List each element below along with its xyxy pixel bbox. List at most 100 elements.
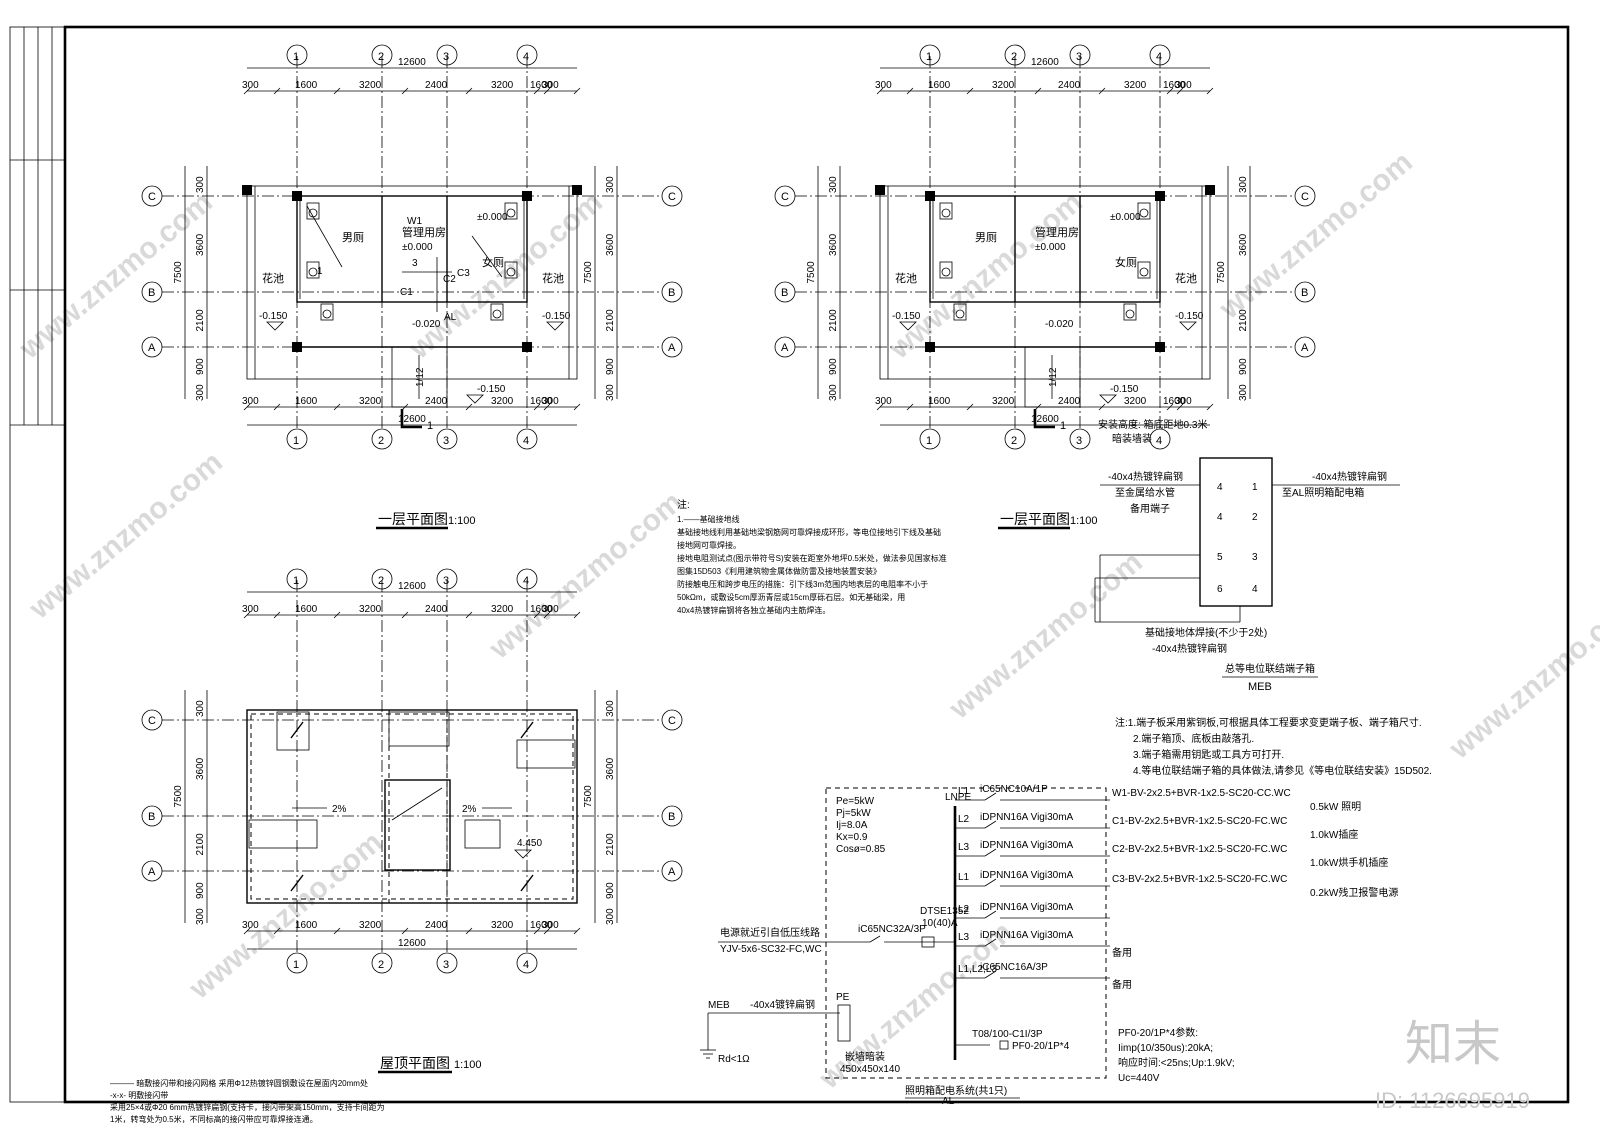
circuit-cable: W1-BV-2x2.5+BVR-1x2.5-SC20-CC.WC	[1112, 788, 1291, 799]
circuit-breaker: iDPNN16A Vigi30mA	[980, 930, 1074, 941]
spd-param: 响应时间:<25ns;Up:1.9kV;	[1118, 1056, 1235, 1069]
dim-tick	[573, 87, 581, 95]
axis-label: 2	[378, 959, 384, 971]
dim-tick	[1034, 87, 1042, 95]
dim-tick	[465, 403, 473, 411]
axis-bubble	[1294, 281, 1316, 303]
dim-text: 3200	[491, 80, 514, 91]
plan2-title: 一层平面图	[1000, 511, 1070, 527]
dim-tick	[533, 611, 541, 619]
energy-meter	[921, 936, 935, 948]
dim-text: 300	[875, 396, 892, 407]
dim-text: 2400	[1058, 80, 1081, 91]
axis-label: 2	[378, 435, 384, 447]
downconductor	[520, 874, 534, 892]
dim-text: 1600	[295, 920, 318, 931]
circuit-breaker: iDPNN16A Vigi30mA	[980, 870, 1074, 881]
outer-wall	[879, 185, 1211, 380]
axis-label: C	[668, 715, 676, 727]
axis-label: 1	[926, 435, 932, 447]
axis-bubble	[141, 185, 163, 207]
dim-text: 2400	[425, 80, 448, 91]
plan1-title: 一层平面图	[378, 511, 448, 527]
ramp	[1024, 346, 1081, 408]
roof-level: 4.450	[517, 838, 542, 849]
meb-terminal: 6	[1217, 584, 1223, 595]
toilet-bowl	[941, 267, 951, 277]
roof-note: ——— 暗敷接闪带和接闪网格 采用Φ12热镀锌圆钢敷设在屋面内20mm处	[110, 1078, 368, 1088]
dim-text: 3600	[195, 757, 206, 780]
level-triangle	[546, 321, 564, 331]
toilet-bowl	[1125, 309, 1135, 319]
axis-bubble	[141, 860, 163, 882]
column	[292, 191, 302, 201]
spd-model: PF0-20/1P*4	[1012, 1041, 1070, 1052]
toilet-bowl	[955, 309, 965, 319]
column	[1205, 185, 1215, 195]
axis-label: C	[148, 191, 156, 203]
dim-tick	[1176, 403, 1184, 411]
dim-text: 300	[605, 908, 616, 925]
toilet-bowl	[492, 309, 502, 319]
dim-text: 300	[828, 384, 839, 401]
roof-vent	[464, 819, 501, 849]
axis-label: A	[668, 866, 676, 878]
roof-note: 采用25×4或Φ20 6mm热镀锌扁钢(支持卡，接闪带架高150mm，支持卡间距…	[110, 1102, 385, 1112]
axis-bubble	[1149, 44, 1171, 66]
axis-bubble	[436, 952, 458, 974]
section-label: 1	[427, 420, 433, 432]
inner-border	[63, 25, 1570, 1104]
circuit-phase: L2	[958, 814, 970, 825]
dim-text: 1600	[295, 604, 318, 615]
level-mark: -0.150	[1110, 384, 1139, 395]
note-line: 接地电阻测试点(图示带符号S)安装在距室外地坪0.5米处，做法参见国家标准	[677, 553, 947, 563]
roof-scale: 1:100	[454, 1059, 482, 1071]
spd-param: Iimp(10/350us):20kA;	[1118, 1043, 1213, 1054]
axis-bubble	[371, 568, 393, 590]
column	[925, 342, 935, 352]
meb-bottom1: 基础接地体焊接(不少于2处)	[1145, 626, 1267, 639]
dim-text: 900	[1238, 358, 1249, 375]
meb-conductor: -40x4镀锌扁钢	[750, 998, 815, 1011]
note-line: 防接触电压和跨步电压的措施：引下线3m范围内地表层的电阻率不小于	[677, 579, 928, 589]
roof-vent	[276, 711, 310, 751]
dim-tick	[333, 927, 341, 935]
dim-tick	[243, 611, 251, 619]
toilet-fixture	[504, 261, 518, 279]
meb-left-line: 至金属给水管	[1115, 486, 1175, 499]
spd-param: Uc=440V	[1118, 1073, 1160, 1084]
dim-tick	[243, 87, 251, 95]
axis-bubble	[286, 952, 308, 974]
dim-text: 2100	[1238, 309, 1249, 332]
axis-bubble	[661, 860, 683, 882]
dim-text: 300	[542, 920, 559, 931]
circuit-breaker: iDPNN16A Vigi30mA	[980, 812, 1074, 823]
circuit-phase: L1,L2,L3	[958, 964, 997, 975]
column	[292, 342, 302, 352]
circuit-phase: L3	[958, 842, 970, 853]
axis-label: 1	[293, 435, 299, 447]
left-title-strip	[10, 27, 65, 426]
main-breaker: iC65NC32A/3P	[858, 924, 926, 935]
toilet-fixture	[1123, 303, 1137, 321]
panel-enclosure	[825, 787, 1107, 1079]
circuit-tag: 3	[412, 258, 418, 269]
level-triangle	[514, 849, 532, 859]
dim-text: 300	[1175, 396, 1192, 407]
dim-text: 12600	[1031, 57, 1059, 68]
axis-bubble	[661, 281, 683, 303]
note-line: 1.——基础接地线	[677, 514, 740, 524]
dim-text: 1600	[530, 396, 553, 407]
watermark-text: www.znzmo.com	[943, 545, 1149, 726]
plan2-scale: 1:100	[1070, 515, 1098, 527]
circuit-breaker-contact	[984, 820, 997, 829]
circuit-breaker-contact	[984, 848, 997, 857]
axis-label: 3	[1076, 51, 1082, 63]
roof-notes: ——— 暗敷接闪带和接闪网格 采用Φ12热镀锌圆钢敷设在屋面内20mm处 -x-…	[110, 1078, 385, 1124]
dim-text: 300	[1175, 80, 1192, 91]
meb-terminal: 2	[1252, 512, 1258, 523]
dim-tick	[533, 403, 541, 411]
incoming-title: 电源就近引自低压线路	[720, 926, 820, 939]
